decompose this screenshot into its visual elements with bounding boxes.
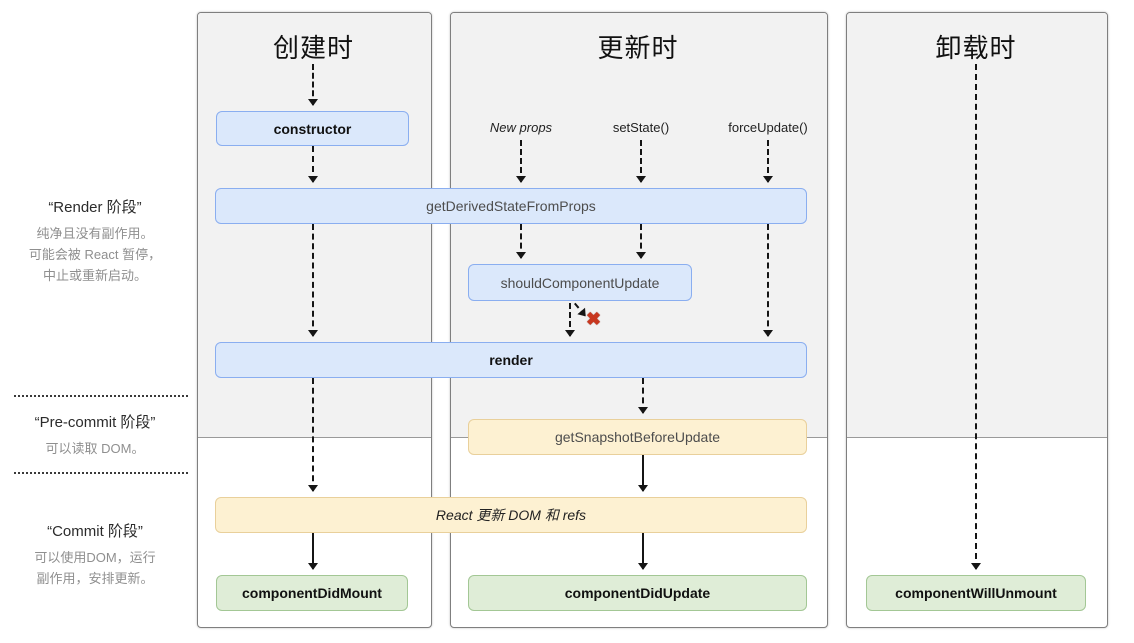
render-phase-label: “Render 阶段” 纯净且没有副作用。 可能会被 React 暂停， 中止或…: [0, 196, 190, 286]
pre-commit-phase-desc-line: 可以读取 DOM。: [45, 441, 145, 456]
render-phase-description: 纯净且没有副作用。 可能会被 React 暂停， 中止或重新启动。: [0, 223, 190, 286]
arrow-force-update-to-gdsfp: [763, 140, 773, 183]
column-title-updating: 更新时: [597, 33, 679, 63]
arrow-title-to-constructor: [308, 64, 318, 106]
commit-phase-label: “Commit 阶段” 可以使用DOM，运行 副作用，安排更新。: [0, 520, 190, 589]
trigger-set-state: setState(): [612, 120, 670, 135]
box-get-snapshot-before-update[interactable]: getSnapshotBeforeUpdate: [468, 419, 807, 455]
phase-divider: [14, 472, 188, 474]
box-component-did-update[interactable]: componentDidUpdate: [468, 575, 807, 611]
pre-commit-phase-label: “Pre-commit 阶段” 可以读取 DOM。: [0, 411, 190, 459]
abort-update-x-icon: ✖: [586, 309, 602, 329]
arrow-force-update-to-render: [763, 224, 773, 337]
arrow-render-to-gsbu: [638, 378, 648, 414]
commit-phase-desc-line: 副作用，安排更新。: [36, 571, 154, 586]
arrow-scu-to-render: [565, 303, 575, 337]
pre-commit-phase-description: 可以读取 DOM。: [0, 438, 190, 459]
render-phase-desc-line: 纯净且没有副作用。: [36, 226, 154, 241]
render-phase-desc-line: 中止或重新启动。: [42, 268, 147, 283]
pre-commit-phase-title: “Pre-commit 阶段”: [34, 414, 156, 431]
box-get-derived-state-from-props[interactable]: getDerivedStateFromProps: [215, 188, 807, 224]
box-component-did-mount[interactable]: componentDidMount: [216, 575, 408, 611]
trigger-force-update: forceUpdate(): [728, 120, 808, 135]
arrow-constructor-to-gdsfp: [308, 146, 318, 183]
panel-unmounting-render-area: [847, 13, 1107, 438]
arrow-new-props-to-gdsfp: [516, 140, 526, 183]
box-should-component-update[interactable]: shouldComponentUpdate: [468, 264, 692, 301]
arrow-render-to-react-dom-mount: [308, 378, 318, 492]
commit-phase-title: “Commit 阶段”: [47, 523, 143, 540]
panel-unmounting: [846, 12, 1108, 628]
panel-updating: [450, 12, 828, 628]
commit-phase-desc-line: 可以使用DOM，运行: [34, 550, 156, 565]
arrow-set-state-to-gdsfp: [636, 140, 646, 183]
arrow-gdsfp-to-render-mount: [308, 224, 318, 337]
column-title-mounting: 创建时: [272, 33, 354, 63]
arrow-react-dom-to-did-update: [638, 533, 648, 570]
phase-divider: [14, 395, 188, 397]
commit-phase-description: 可以使用DOM，运行 副作用，安排更新。: [0, 547, 190, 589]
box-react-updates-dom: React 更新 DOM 和 refs: [215, 497, 807, 533]
arrow-gdsfp-to-scu-props: [516, 224, 526, 259]
column-title-unmounting: 卸载时: [935, 33, 1017, 63]
arrow-gsbu-to-react-dom: [638, 455, 648, 492]
arrow-title-to-will-unmount: [971, 64, 981, 570]
box-constructor[interactable]: constructor: [216, 111, 409, 146]
arrow-react-dom-to-did-mount: [308, 533, 318, 570]
render-phase-desc-line: 可能会被 React 暂停，: [28, 247, 162, 262]
box-component-will-unmount[interactable]: componentWillUnmount: [866, 575, 1086, 611]
render-phase-title: “Render 阶段”: [48, 199, 142, 216]
trigger-new-props: New props: [489, 120, 553, 135]
arrow-gdsfp-to-scu-state: [636, 224, 646, 259]
box-render[interactable]: render: [215, 342, 807, 378]
